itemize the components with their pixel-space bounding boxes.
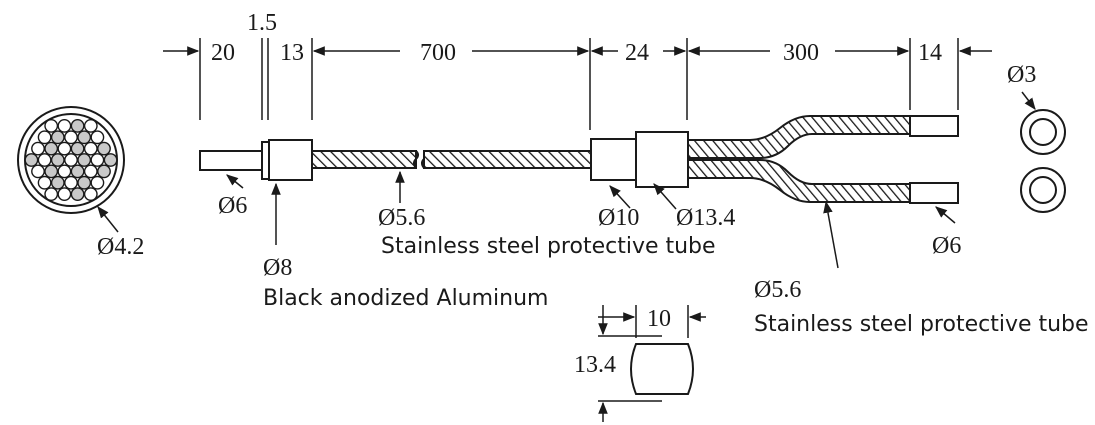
fiber-core (31, 164, 45, 179)
fiber-core (70, 164, 85, 179)
aluminum-sleeve (268, 139, 313, 181)
dim-13: 13 (280, 40, 304, 66)
end-tip-upper (909, 115, 959, 137)
dim-10: 10 (647, 306, 671, 332)
tube-diameter-label: Ø5.6 (378, 205, 425, 231)
fiber-core (70, 187, 85, 202)
fiber-core (37, 153, 52, 167)
fiber-core (83, 141, 98, 156)
fiber-core (44, 164, 59, 179)
branch-tube-material-label: Stainless steel protective tube (754, 312, 1089, 337)
fiber-core (77, 130, 92, 145)
break-mark (413, 150, 419, 169)
connector-small-callout-arrow (609, 185, 631, 209)
branch-tube-upper (687, 115, 911, 159)
profile-shape (630, 343, 694, 395)
end-tip-diameter-label: Ø6 (932, 233, 961, 259)
sleeve-material-label: Black anodized Aluminum (263, 286, 548, 311)
fiber-core (37, 130, 52, 145)
fiber-core (83, 164, 98, 179)
sleeve-diameter-label: Ø8 (263, 255, 292, 281)
ring-lower-inner (1029, 176, 1057, 204)
tip-callout-arrow (226, 174, 244, 189)
fiber-core (24, 153, 39, 167)
fiber-core (50, 175, 65, 190)
fiber-core (90, 175, 105, 190)
bundle-callout-arrow (97, 206, 119, 233)
branch-tube-diameter-label: Ø5.6 (754, 277, 801, 303)
tube-material-label: Stainless steel protective tube (381, 234, 716, 259)
fiber-core (70, 119, 85, 133)
top-dimension-chain: 20 1.5 13 700 24 300 14 (163, 10, 992, 130)
end-tip-callout-arrow (935, 206, 956, 224)
connector-large-label: Ø13.4 (676, 205, 735, 231)
fiber-core (50, 130, 65, 145)
fiber-core (83, 119, 98, 133)
main-tube-right (423, 150, 592, 169)
connector-small-label: Ø10 (598, 205, 639, 231)
fiber-core (31, 141, 45, 156)
probe-assembly (199, 115, 959, 204)
tip-diameter-label: Ø6 (218, 193, 247, 219)
fiber-core (44, 119, 59, 133)
fiber-core (90, 130, 105, 145)
fiber-core (50, 153, 65, 167)
fiber-core (57, 187, 72, 202)
fiber-core (37, 175, 52, 190)
dim-20: 20 (211, 40, 235, 66)
fiber-core (77, 175, 92, 190)
bundle-cross-section (17, 106, 125, 214)
fiber-core (77, 153, 92, 167)
connector-small (590, 138, 637, 181)
ring-upper-inner (1029, 118, 1057, 146)
fiber-core (57, 164, 72, 179)
dim-300: 300 (783, 40, 819, 66)
dim-14: 14 (918, 40, 942, 66)
ring-diameter-label: Ø3 (1007, 62, 1036, 88)
fiber-core (57, 141, 72, 156)
dim-1-5: 1.5 (247, 10, 277, 36)
flange (261, 141, 270, 180)
end-tip-lower (909, 182, 959, 204)
main-tube-left (311, 150, 417, 169)
probe-tip (199, 150, 263, 171)
connector-profile-view: 10 13.4 (574, 305, 706, 422)
branch-tube-callout-arrow (823, 200, 839, 269)
fiber-core (44, 141, 59, 156)
fiber-cores (24, 119, 118, 202)
branch-tube-lower (687, 159, 911, 203)
fiber-core (103, 153, 118, 167)
ring-lower-outer (1020, 167, 1066, 213)
fiber-core (64, 153, 78, 167)
ring-callout-arrow (1021, 91, 1036, 110)
dim-700: 700 (420, 40, 456, 66)
bundle-diameter-label: Ø4.2 (97, 234, 144, 260)
fiber-core (97, 164, 111, 179)
end-views: Ø3 (1007, 62, 1066, 213)
fiber-core (97, 141, 111, 156)
ring-upper-outer (1020, 109, 1066, 155)
dim-24: 24 (625, 40, 649, 66)
fiber-core (64, 130, 78, 145)
fiber-core (90, 153, 105, 167)
dim-13-4: 13.4 (574, 352, 616, 378)
fiber-core (64, 175, 78, 190)
connector-large-callout-arrow (653, 183, 677, 210)
fiber-core (57, 119, 72, 133)
fiber-core (44, 187, 59, 202)
fiber-core (70, 141, 85, 156)
connector-large (635, 131, 689, 188)
fiber-core (83, 187, 98, 202)
outer-ring (17, 106, 125, 214)
